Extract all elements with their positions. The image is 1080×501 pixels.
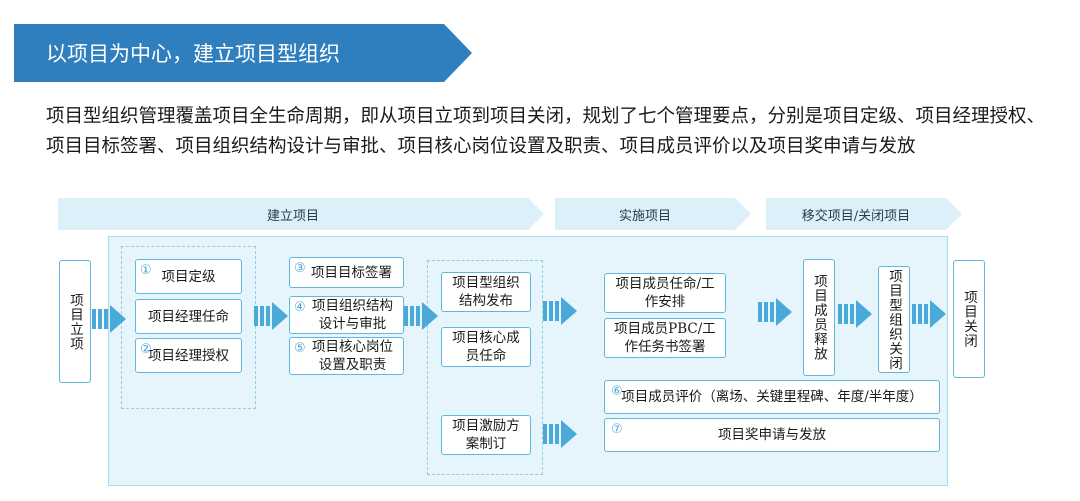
node-pm-appointment: 项目经理任命 xyxy=(135,299,242,334)
node-project-definition: ① 项目定级 xyxy=(135,259,242,294)
node-goal-signing: ③ 项目目标签署 xyxy=(289,257,404,288)
phase-bar-close xyxy=(766,198,962,230)
node-pm-authorization: ② 项目经理授权 xyxy=(135,338,242,373)
node-org-close: 项目型组织关闭 xyxy=(878,266,910,373)
intro-text: 项目型组织管理覆盖项目全生命周期，即从项目立项到项目关闭，规划了七个管理要点，分… xyxy=(46,106,1046,157)
flow-arrow-icon xyxy=(838,300,872,328)
flow-arrow-icon xyxy=(404,302,438,330)
flow-arrow-icon xyxy=(254,302,288,330)
group3-frame xyxy=(427,260,543,475)
flow-arrow-icon xyxy=(92,305,126,333)
phase-label-close: 移交项目/关闭项目 xyxy=(801,209,911,224)
phase-bar-build xyxy=(58,198,544,230)
flow-arrow-icon xyxy=(543,297,577,325)
node-member-evaluation: ⑥ 项目成员评价（离场、关键里程碑、年度/半年度） xyxy=(604,380,940,414)
node-bonus: ⑦ 项目奖申请与发放 xyxy=(604,418,940,452)
node-core-appointment: 项目核心成员任命 xyxy=(441,327,531,367)
node-org-design: ④ 项目组织结构设计与审批 xyxy=(289,296,404,334)
node-core-roles: ⑤ 项目核心岗位设置及职责 xyxy=(289,337,404,375)
end-node: 项目关闭 xyxy=(953,260,985,378)
flow-arrow-icon xyxy=(758,298,792,326)
phase-bar-implement xyxy=(555,198,751,230)
node-member-release: 项目成员释放 xyxy=(803,259,835,376)
node-pbc-signing: 项目成员PBC/工作任务书签署 xyxy=(604,318,726,358)
node-incentive-plan: 项目激励方案制订 xyxy=(441,415,531,455)
phase-label-implement: 实施项目 xyxy=(618,209,671,224)
node-org-publish: 项目型组织结构发布 xyxy=(441,272,531,312)
page-title: 以项目为中心，建立项目型组织 xyxy=(46,42,340,66)
flow-arrow-icon xyxy=(912,300,946,328)
title-banner xyxy=(14,24,472,82)
phase-label-build: 建立项目 xyxy=(266,209,319,224)
group1-frame xyxy=(121,246,256,409)
node-member-assignment: 项目成员任命/工作安排 xyxy=(604,273,726,313)
flow-arrow-icon xyxy=(543,420,577,448)
start-node: 项目立项 xyxy=(59,260,91,383)
